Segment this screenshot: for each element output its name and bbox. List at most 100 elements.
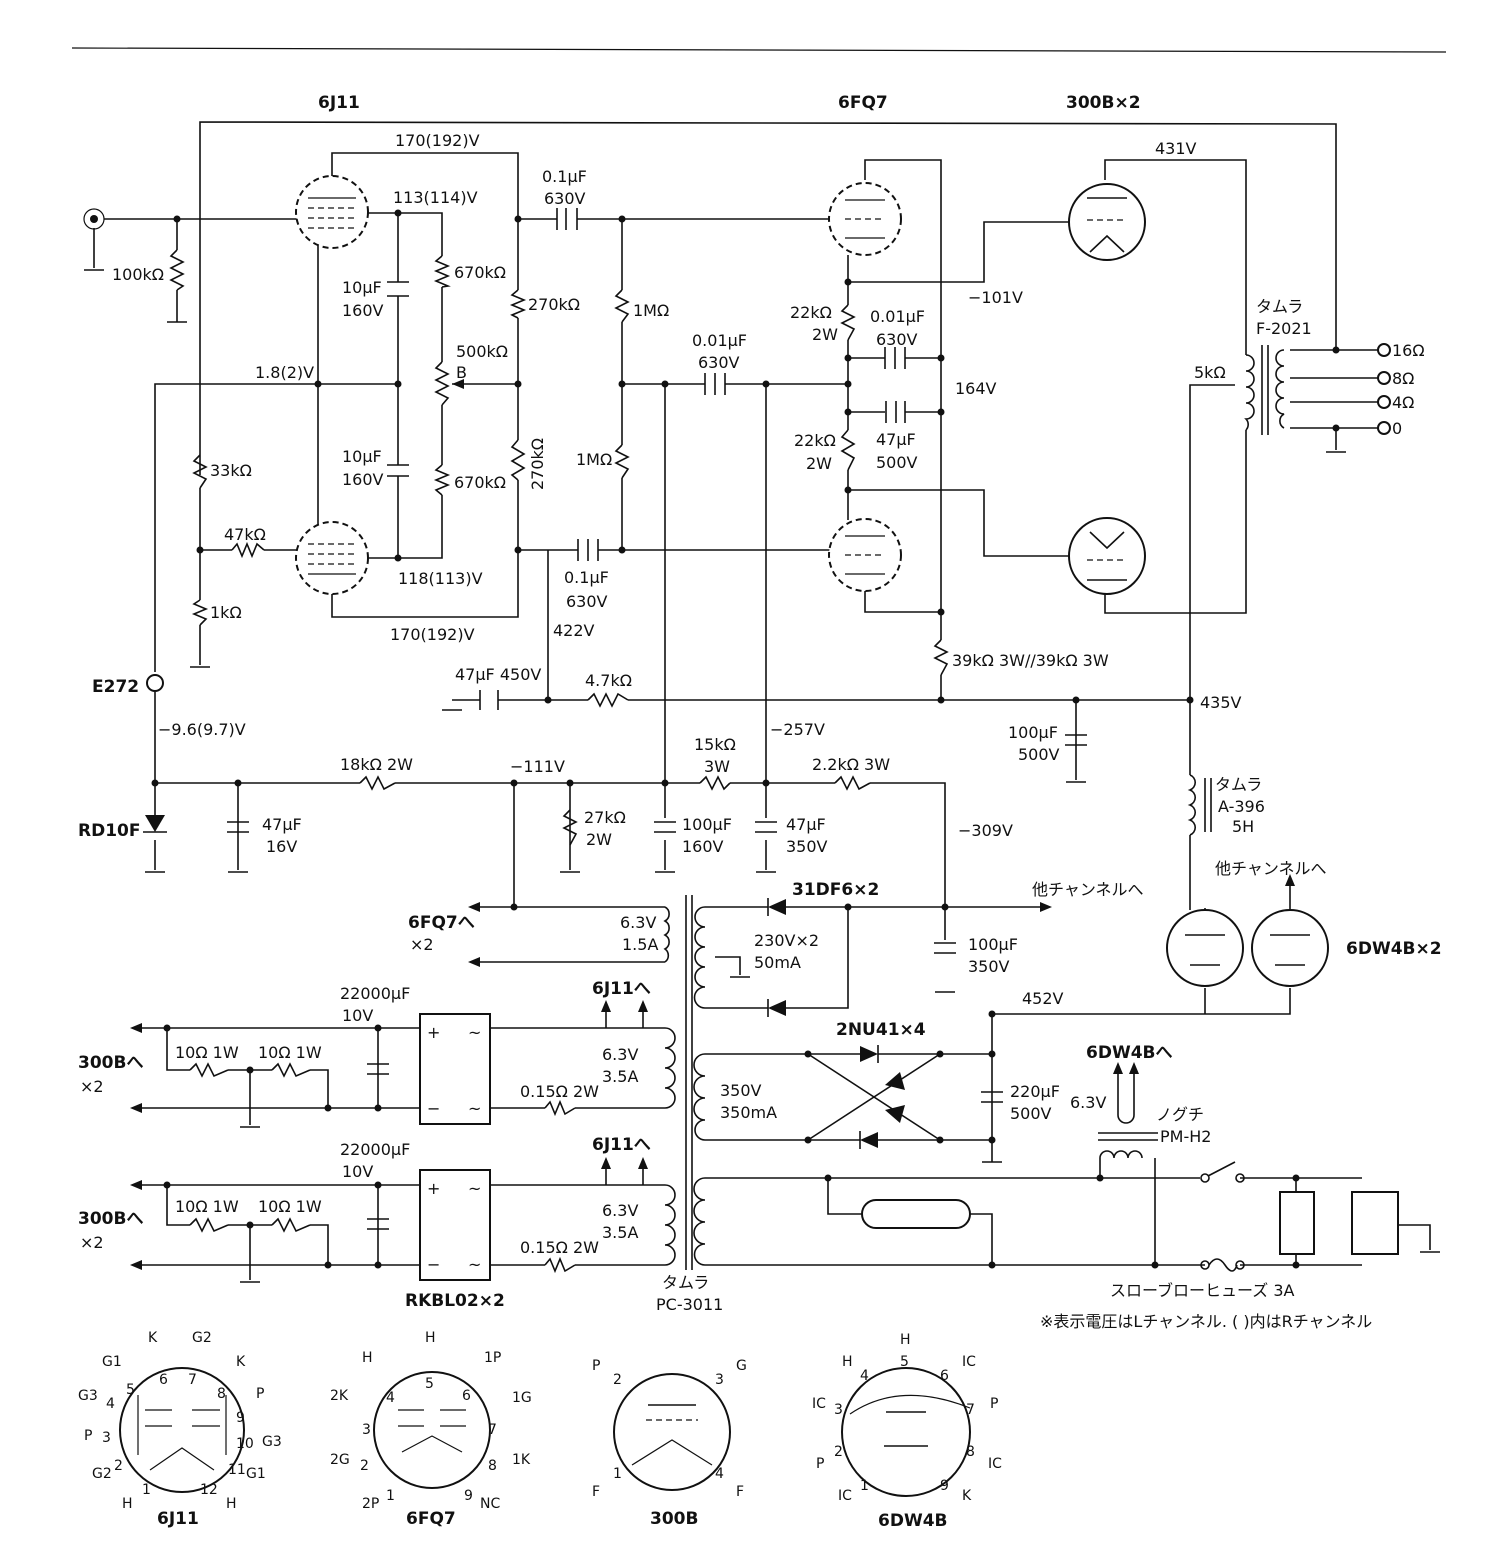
pin-number: 9 [236,1410,245,1426]
pin-number: 4 [860,1368,869,1384]
component-label: 1MΩ [633,301,669,320]
pin-number: 6 [159,1372,168,1388]
component-label: 220μF [1010,1082,1060,1101]
transformer-label: タムラ [1256,297,1303,316]
pin-number: 3 [102,1430,111,1446]
output-transformer [1244,345,1288,435]
pin-label: K [148,1330,158,1346]
pin-number: 4 [715,1466,724,1482]
transformer-label: 8Ω [1392,369,1414,388]
pin-number: 5 [900,1354,909,1370]
component-label: 39kΩ 3W//39kΩ 3W [952,651,1109,670]
voltage-label: 164V [955,379,997,398]
pin-label: 2G [330,1452,350,1468]
diodes [143,815,905,1149]
svg-text:+: + [427,1023,440,1042]
component-label: 47μF [786,815,826,834]
pin-label: K [962,1488,972,1504]
voltage-label: −101V [968,288,1023,307]
pin-label: G [736,1358,747,1374]
component-label: 10V [342,1162,373,1181]
pin-number: 9 [940,1478,949,1494]
bridge-rectifier-2: +~ −~ [419,1169,491,1281]
component-label: 160V [342,470,384,489]
svg-text:+: + [427,1179,440,1198]
tube-6dw4b-right [1251,909,1329,987]
top-rule [71,47,1447,53]
destination-label: 300Bへ [78,1209,143,1229]
pin-number: 10 [236,1436,254,1452]
voltage-labels: 170(192)V 113(114)V 1.8(2)V 118(113)V 17… [158,131,1242,1008]
component-label: 500V [1018,745,1060,764]
component-label: 500V [1010,1104,1052,1123]
transformer-label: ノグチ [1156,1105,1204,1124]
voltage-label: 170(192)V [395,131,480,150]
svg-text:−: − [427,1099,440,1118]
component-label: 22kΩ [790,303,832,322]
component-label: 2W [806,454,832,473]
pin-number: 7 [488,1422,497,1438]
transformer-label: 350mA [720,1103,777,1122]
component-label: 100μF [1008,723,1058,742]
component-label: 100μF [682,815,732,834]
tube-title-300b: 300B×2 [1066,93,1141,113]
component-label: 160V [342,301,384,320]
transformer-label: 6.3V [1070,1093,1106,1112]
component-label: 47μF [876,430,916,449]
component-label: RKBL02×2 [405,1291,505,1311]
pin-label: H [122,1496,133,1512]
voltage-label: −9.6(9.7)V [158,720,246,739]
transformer-label: PC-3011 [656,1295,723,1314]
voltage-label: 113(114)V [393,188,478,207]
tube-6j11-lower [295,521,369,595]
transformer-label: 5kΩ [1194,363,1226,382]
pin-label: H [226,1496,237,1512]
fuse-icon [1200,1258,1245,1272]
component-label: 10V [342,1006,373,1025]
component-label: 0.15Ω 2W [520,1082,599,1101]
destination-label: 300Bへ [78,1053,143,1073]
svg-text:~: ~ [468,1179,481,1198]
component-label: 0.1μF [542,167,587,186]
speaker-terminals [1377,343,1391,435]
pin-label: 1G [512,1390,532,1406]
voltage-label: 452V [1022,989,1064,1008]
destination-label: ×2 [80,1233,104,1252]
component-label: 160V [682,837,724,856]
note-text: ※表示電圧はLチャンネル. ( )内はRチャンネル [1040,1312,1372,1331]
pin-number: 1 [860,1478,869,1494]
transformer-label: タムラ [662,1273,709,1292]
transformer-label: 16Ω [1392,341,1425,360]
pin-number: 7 [966,1402,975,1418]
transformer-label: 50mA [754,953,801,972]
transformer-label: 3.5A [602,1067,638,1086]
component-label: 47kΩ [224,525,266,544]
component-label: 500kΩ [456,342,508,361]
destination-label: 他チャンネルへ [1215,859,1327,878]
voltage-label: −309V [958,821,1013,840]
pin-number: 11 [228,1462,246,1478]
junction-dots [151,209,1340,1269]
svg-text:−: − [427,1255,440,1274]
pin-label: NC [480,1496,500,1512]
power-transformer [663,895,741,1270]
pinout-300b: 2 3 1 4 P G F F 300B [592,1358,747,1529]
pin-label: P [592,1358,600,1374]
component-label: 350V [968,957,1010,976]
component-label: 0.1μF [564,568,609,587]
tube-title-6fq7: 6FQ7 [838,93,888,113]
pin-number: 5 [425,1376,434,1392]
pin-number: 1 [386,1488,395,1504]
component-label: 3W [704,757,730,776]
component-label: 0.15Ω 2W [520,1238,599,1257]
component-label: 630V [544,189,586,208]
component-labels: 100kΩ 670kΩ 270kΩ 10μF 160V 500kΩ B 10μF… [78,167,1295,1311]
capacitors [227,208,1087,1230]
pin-number: 8 [217,1386,226,1402]
tube-300b-upper [1068,183,1146,261]
e272-terminal-icon [146,674,164,692]
voltage-label: 422V [553,621,595,640]
component-label: 1MΩ [576,450,612,469]
component-label: 500V [876,453,918,472]
